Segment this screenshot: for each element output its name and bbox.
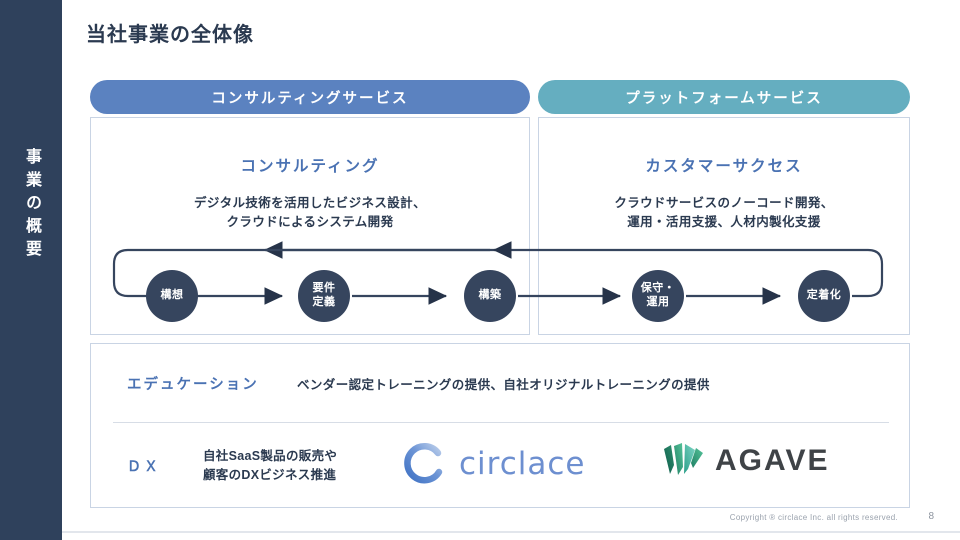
flow-node-kouchiku-line1: 構築 — [478, 289, 502, 302]
sidebar-section-tab: 事業の概要 — [0, 0, 62, 540]
circlace-wordmark: circlace — [459, 446, 586, 482]
agave-wordmark: AGAVE — [715, 444, 830, 477]
flow-loop-return-left — [112, 248, 490, 298]
agave-logo: AGAVE — [661, 441, 829, 481]
flow-node-youken-teigi-line1: 要件 — [312, 282, 336, 295]
flow-node-teichakuka-line1: 定着化 — [806, 289, 842, 302]
flow-node-kouchiku: 構築 — [464, 270, 516, 322]
page-number: 8 — [928, 511, 934, 522]
flow-node-hoshu-unyou-line2: 運用 — [646, 296, 670, 308]
panel-consulting-description-line2: クラウドによるシステム開発 — [226, 215, 394, 230]
copyright-text: Copyright ® circlace Inc. all rights res… — [729, 513, 898, 522]
flow-connectors — [112, 241, 884, 305]
header-pill-platform: プラットフォームサービス — [538, 80, 910, 114]
panel-customer-success-description-line1: クラウドサービスのノーコード開発、 — [614, 196, 834, 210]
dx-text-line2: 顧客のDXビジネス推進 — [203, 467, 337, 482]
dx-text: 自社SaaS製品の販売や 顧客のDXビジネス推進 — [203, 447, 337, 485]
flow-node-youken-teigi: 要件 定義 — [298, 270, 350, 322]
page-title: 当社事業の全体像 — [86, 24, 254, 46]
process-flow-diagram: 構想 要件 定義 構築 保守・ 運用 定着化 — [90, 240, 915, 345]
flow-node-kousou-line1: 構想 — [160, 289, 184, 302]
circlace-logo: circlace — [401, 441, 586, 487]
flow-loop-arrow-right — [263, 241, 884, 298]
flow-node-kousou: 構想 — [146, 270, 198, 322]
agave-mark-icon — [664, 443, 703, 475]
panel-consulting-description-line1: デジタル技術を活用したビジネス設計、 — [194, 196, 426, 210]
dx-label: ＤＸ — [127, 457, 161, 474]
row-dx: ＤＸ 自社SaaS製品の販売や 顧客のDXビジネス推進 circ — [91, 423, 909, 508]
row-divider — [113, 422, 889, 423]
flow-node-hoshu-unyou: 保守・ 運用 — [632, 270, 684, 322]
flow-node-hoshu-unyou-line1: 保守・ — [640, 282, 676, 295]
panel-consulting-heading: コンサルティング — [240, 158, 380, 175]
row-education: エデュケーション ベンダー認定トレーニングの提供、自社オリジナルトレーニングの提… — [91, 344, 909, 422]
panel-education-dx: エデュケーション ベンダー認定トレーニングの提供、自社オリジナルトレーニングの提… — [90, 343, 910, 508]
panel-consulting-description: デジタル技術を活用したビジネス設計、 クラウドによるシステム開発 — [91, 194, 529, 233]
header-pill-platform-label: プラットフォームサービス — [625, 90, 823, 107]
footer-divider — [62, 531, 960, 533]
dx-text-line1: 自社SaaS製品の販売や — [203, 448, 338, 463]
sidebar-label: 事業の概要 — [23, 147, 40, 263]
education-text: ベンダー認定トレーニングの提供、自社オリジナルトレーニングの提供 — [297, 377, 710, 392]
education-label: エデュケーション — [127, 376, 259, 393]
flow-node-teichakuka: 定着化 — [798, 270, 850, 322]
panel-customer-success-description-line2: 運用・活用支援、人材内製化支援 — [627, 215, 821, 230]
header-pill-consulting: コンサルティングサービス — [90, 80, 530, 114]
panel-customer-success-description: クラウドサービスのノーコード開発、 運用・活用支援、人材内製化支援 — [539, 194, 909, 233]
circlace-mark-icon — [404, 443, 443, 484]
panel-customer-success-heading: カスタマーサクセス — [645, 158, 803, 175]
flow-node-youken-teigi-line2: 定義 — [312, 296, 336, 308]
header-pill-consulting-label: コンサルティングサービス — [211, 90, 409, 107]
